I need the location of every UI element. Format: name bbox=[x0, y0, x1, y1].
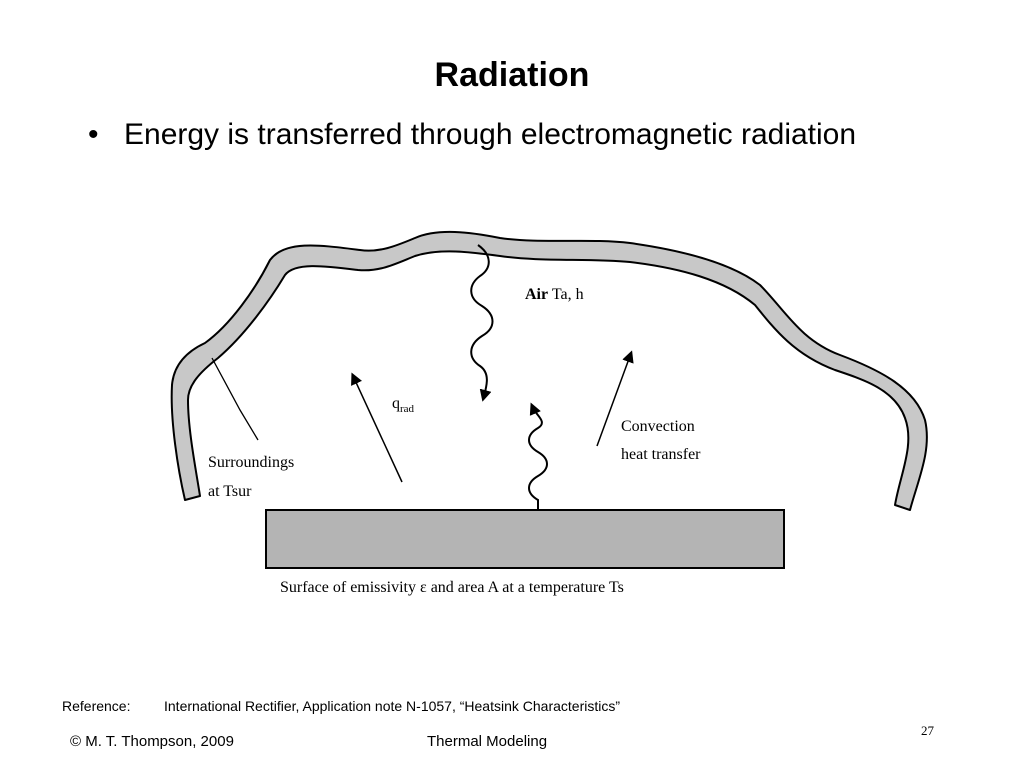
surroundings-label-line2: at Tsur bbox=[208, 483, 252, 500]
convection-label-line1: Convection bbox=[621, 418, 695, 435]
hot-surface-block bbox=[265, 509, 785, 569]
surroundings-band bbox=[170, 230, 928, 511]
footer-copyright: © M. T. Thompson, 2009 bbox=[70, 733, 234, 750]
page-number: 27 bbox=[921, 723, 934, 738]
reference-label: Reference: bbox=[62, 698, 131, 714]
convection-arrow bbox=[596, 350, 634, 447]
bullet-item: • Energy is transferred through electroma… bbox=[88, 118, 856, 152]
bullet-text: Energy is transferred through electromag… bbox=[124, 118, 857, 151]
surface-caption: Surface of emissivity ε and area A at a … bbox=[280, 579, 624, 596]
reference-text: International Rectifier, Application not… bbox=[164, 698, 620, 714]
convection-label-line2: heat transfer bbox=[621, 446, 701, 463]
incoming-wavy-arrow bbox=[470, 244, 494, 402]
emitted-wavy-arrow bbox=[528, 402, 548, 510]
radiation-arrow bbox=[351, 372, 403, 483]
footer-course-title: Thermal Modeling bbox=[427, 733, 548, 750]
bullet-icon: • bbox=[88, 118, 99, 151]
reference-line: Reference: International Rectifier, Appli… bbox=[62, 698, 620, 714]
slide-title: Radiation bbox=[434, 56, 590, 94]
air-label: Air Ta, h bbox=[525, 286, 584, 303]
surroundings-label-line1: Surroundings bbox=[208, 454, 294, 471]
surroundings-leader-line bbox=[211, 357, 259, 441]
q-rad-label: qrad bbox=[392, 395, 415, 415]
